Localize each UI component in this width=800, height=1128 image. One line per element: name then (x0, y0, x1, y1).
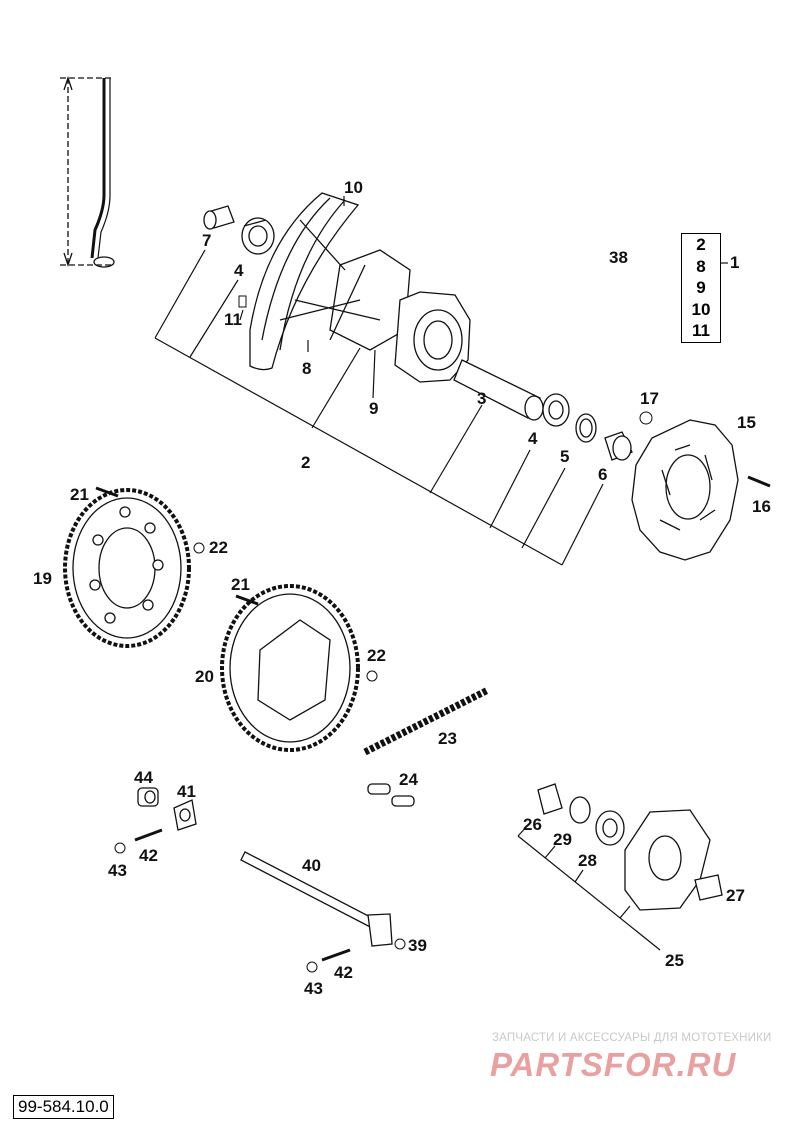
label-15: 15 (737, 413, 756, 432)
brake-disc-15-drawing (631, 419, 739, 561)
label-20: 20 (195, 667, 214, 686)
label-25: 25 (665, 951, 684, 970)
label-28: 28 (578, 851, 597, 870)
label-43-top: 43 (108, 861, 127, 880)
label-38: 38 (609, 248, 628, 267)
label-4-top: 4 (234, 261, 244, 280)
bolt-11-drawing (238, 295, 247, 308)
label-9: 9 (369, 399, 378, 418)
label-6: 6 (598, 465, 607, 484)
bearing-4-top-drawing (241, 217, 275, 255)
label-16: 16 (752, 497, 771, 516)
bolt-42-top-drawing (134, 828, 163, 842)
nut-17-drawing (639, 411, 653, 425)
nut-43-bottom-drawing (306, 961, 318, 973)
spoke-dimension-drawing (60, 75, 115, 268)
label-7: 7 (202, 231, 211, 250)
kit-contents-box: 2 8 9 10 11 (681, 233, 721, 343)
watermark-brand-logo: PARTSFOR.RU (490, 1046, 737, 1083)
label-11: 11 (224, 310, 242, 329)
label-27: 27 (726, 886, 745, 905)
label-21-top: 21 (70, 485, 89, 504)
label-22-top: 22 (209, 538, 228, 557)
bolt-21-top-drawing (95, 486, 119, 498)
kit-item: 11 (692, 321, 710, 340)
bolt-42-bottom-drawing (321, 948, 351, 962)
label-39: 39 (408, 936, 427, 955)
label-43-bottom: 43 (304, 979, 323, 998)
part-number-labels: 10 7 4 11 8 9 2 3 4 5 6 17 15 16 38 1 21… (33, 178, 771, 998)
leader-lines (154, 196, 728, 951)
label-41: 41 (177, 782, 196, 801)
label-26: 26 (523, 815, 542, 834)
label-3: 3 (477, 389, 486, 408)
bearing-4-lower-drawing (542, 393, 570, 427)
eccentric-44-drawing (137, 787, 159, 807)
label-29: 29 (553, 830, 572, 849)
sprocket-19-drawing (63, 488, 191, 648)
label-24: 24 (399, 770, 418, 789)
spacer-tube-3-drawing (453, 359, 544, 421)
label-21-bottom: 21 (231, 575, 250, 594)
label-1: 1 (730, 253, 739, 272)
label-5: 5 (560, 447, 569, 466)
bushing-6-drawing (604, 431, 633, 461)
chain-link-24-drawing (367, 783, 415, 807)
wheel-hub-assembly (249, 192, 471, 383)
chain-23-drawing (363, 686, 490, 756)
kit-item: 10 (691, 299, 711, 319)
document-code: 99-584.10.0 (13, 1095, 114, 1119)
label-4-lower: 4 (528, 429, 538, 448)
label-17: 17 (640, 389, 659, 408)
bushing-7-drawing (203, 205, 235, 230)
kit-item: 9 (696, 278, 706, 297)
nut-22-top-drawing (193, 542, 205, 554)
chain-adjuster-41-drawing (173, 799, 197, 831)
label-8: 8 (302, 359, 311, 378)
nut-43-top-drawing (114, 842, 126, 854)
axle-40-drawing (240, 851, 393, 947)
kit-item: 2 (696, 235, 706, 254)
label-2: 2 (301, 453, 310, 472)
bolt-21-bottom-drawing (235, 594, 259, 606)
label-23: 23 (438, 729, 457, 748)
label-44: 44 (134, 768, 153, 787)
nut-39-drawing (394, 938, 406, 950)
label-19: 19 (33, 569, 52, 588)
label-42-bottom: 42 (334, 963, 353, 982)
label-22-bottom: 22 (367, 646, 386, 665)
kit-item: 8 (696, 256, 706, 276)
nut-22-bottom-drawing (366, 670, 378, 682)
watermark-caption: ЗАПЧАСТИ И АКСЕССУАРЫ ДЛЯ МОТОТЕХНИКИ (492, 1032, 772, 1044)
label-10: 10 (344, 178, 363, 197)
label-42-top: 42 (139, 846, 158, 865)
label-40: 40 (302, 856, 321, 875)
sprocket-carrier-25-drawing (537, 783, 723, 911)
seal-5-drawing (575, 413, 597, 443)
bolt-16-drawing (747, 475, 771, 488)
sprocket-20-drawing (220, 584, 360, 752)
